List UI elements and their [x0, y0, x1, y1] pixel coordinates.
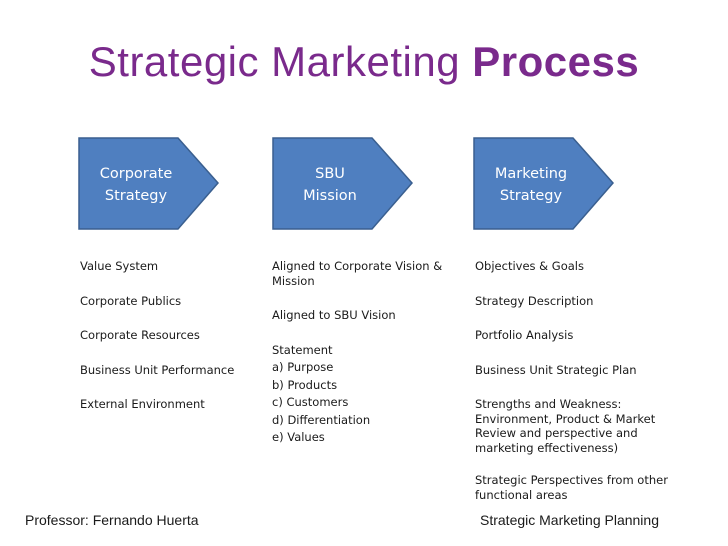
arrow-shape — [78, 137, 219, 230]
step-arrow-corporate-strategy: Corporate Strategy — [78, 137, 223, 231]
statement-heading: Statement — [272, 342, 333, 357]
list-item: Business Unit Performance — [80, 362, 235, 377]
step-arrow-sbu-mission: SBU Mission — [272, 137, 417, 231]
list-item: Aligned to Corporate Vision & Mission — [272, 259, 443, 288]
step-label-line2: Mission — [303, 188, 357, 204]
list-item: Value System — [80, 259, 159, 273]
step-arrow-marketing-strategy: Marketing Strategy — [473, 137, 618, 231]
step-label-line1: Marketing — [494, 166, 568, 182]
list-item: Corporate Resources — [80, 328, 200, 342]
title-text: Strategic Marketing — [88, 38, 473, 85]
list-subitem: d) Differentiation — [272, 412, 371, 427]
step-label-line1: SBU — [315, 166, 345, 182]
column-sbu-mission: Aligned to Corporate Vision & Mission Al… — [272, 259, 457, 448]
step-label: Marketing Strategy — [473, 163, 589, 207]
arrow-shape — [473, 137, 614, 230]
arrow-shape — [272, 137, 413, 230]
step-label: SBU Mission — [272, 163, 388, 207]
title-bold-text: Process — [472, 38, 640, 85]
slide-title: Strategic Marketing Process — [0, 38, 728, 86]
list-item: Corporate Publics — [80, 293, 182, 308]
list-item: Business Unit Strategic Plan — [475, 362, 637, 377]
list-subitem: c) Customers — [272, 395, 349, 409]
list-subitem: a) Purpose — [272, 360, 334, 374]
step-label-line1: Corporate — [99, 166, 173, 182]
footer-course: Strategic Marketing Planning — [480, 512, 659, 528]
list-subitem: e) Values — [272, 430, 325, 444]
step-label: Corporate Strategy — [78, 163, 194, 207]
list-item: Strategic Perspectives from other functi… — [475, 473, 668, 502]
step-label-line2: Strategy — [104, 188, 168, 204]
column-marketing-strategy: Objectives & Goals Strategy Description … — [475, 259, 685, 502]
list-item: External Environment — [80, 397, 205, 411]
list-item: Strategy Description — [475, 293, 594, 308]
list-subitem: b) Products — [272, 377, 338, 392]
column-corporate-strategy: Value System Corporate Publics Corporate… — [80, 259, 260, 432]
list-item: Objectives & Goals — [475, 259, 584, 273]
list-item: Aligned to SBU Vision — [272, 308, 396, 322]
step-label-line2: Strategy — [499, 188, 563, 204]
list-item: Strengths and Weakness: Environment, Pro… — [475, 397, 656, 455]
footer-professor: Professor: Fernando Huerta — [25, 512, 199, 528]
list-item: Portfolio Analysis — [475, 328, 574, 342]
